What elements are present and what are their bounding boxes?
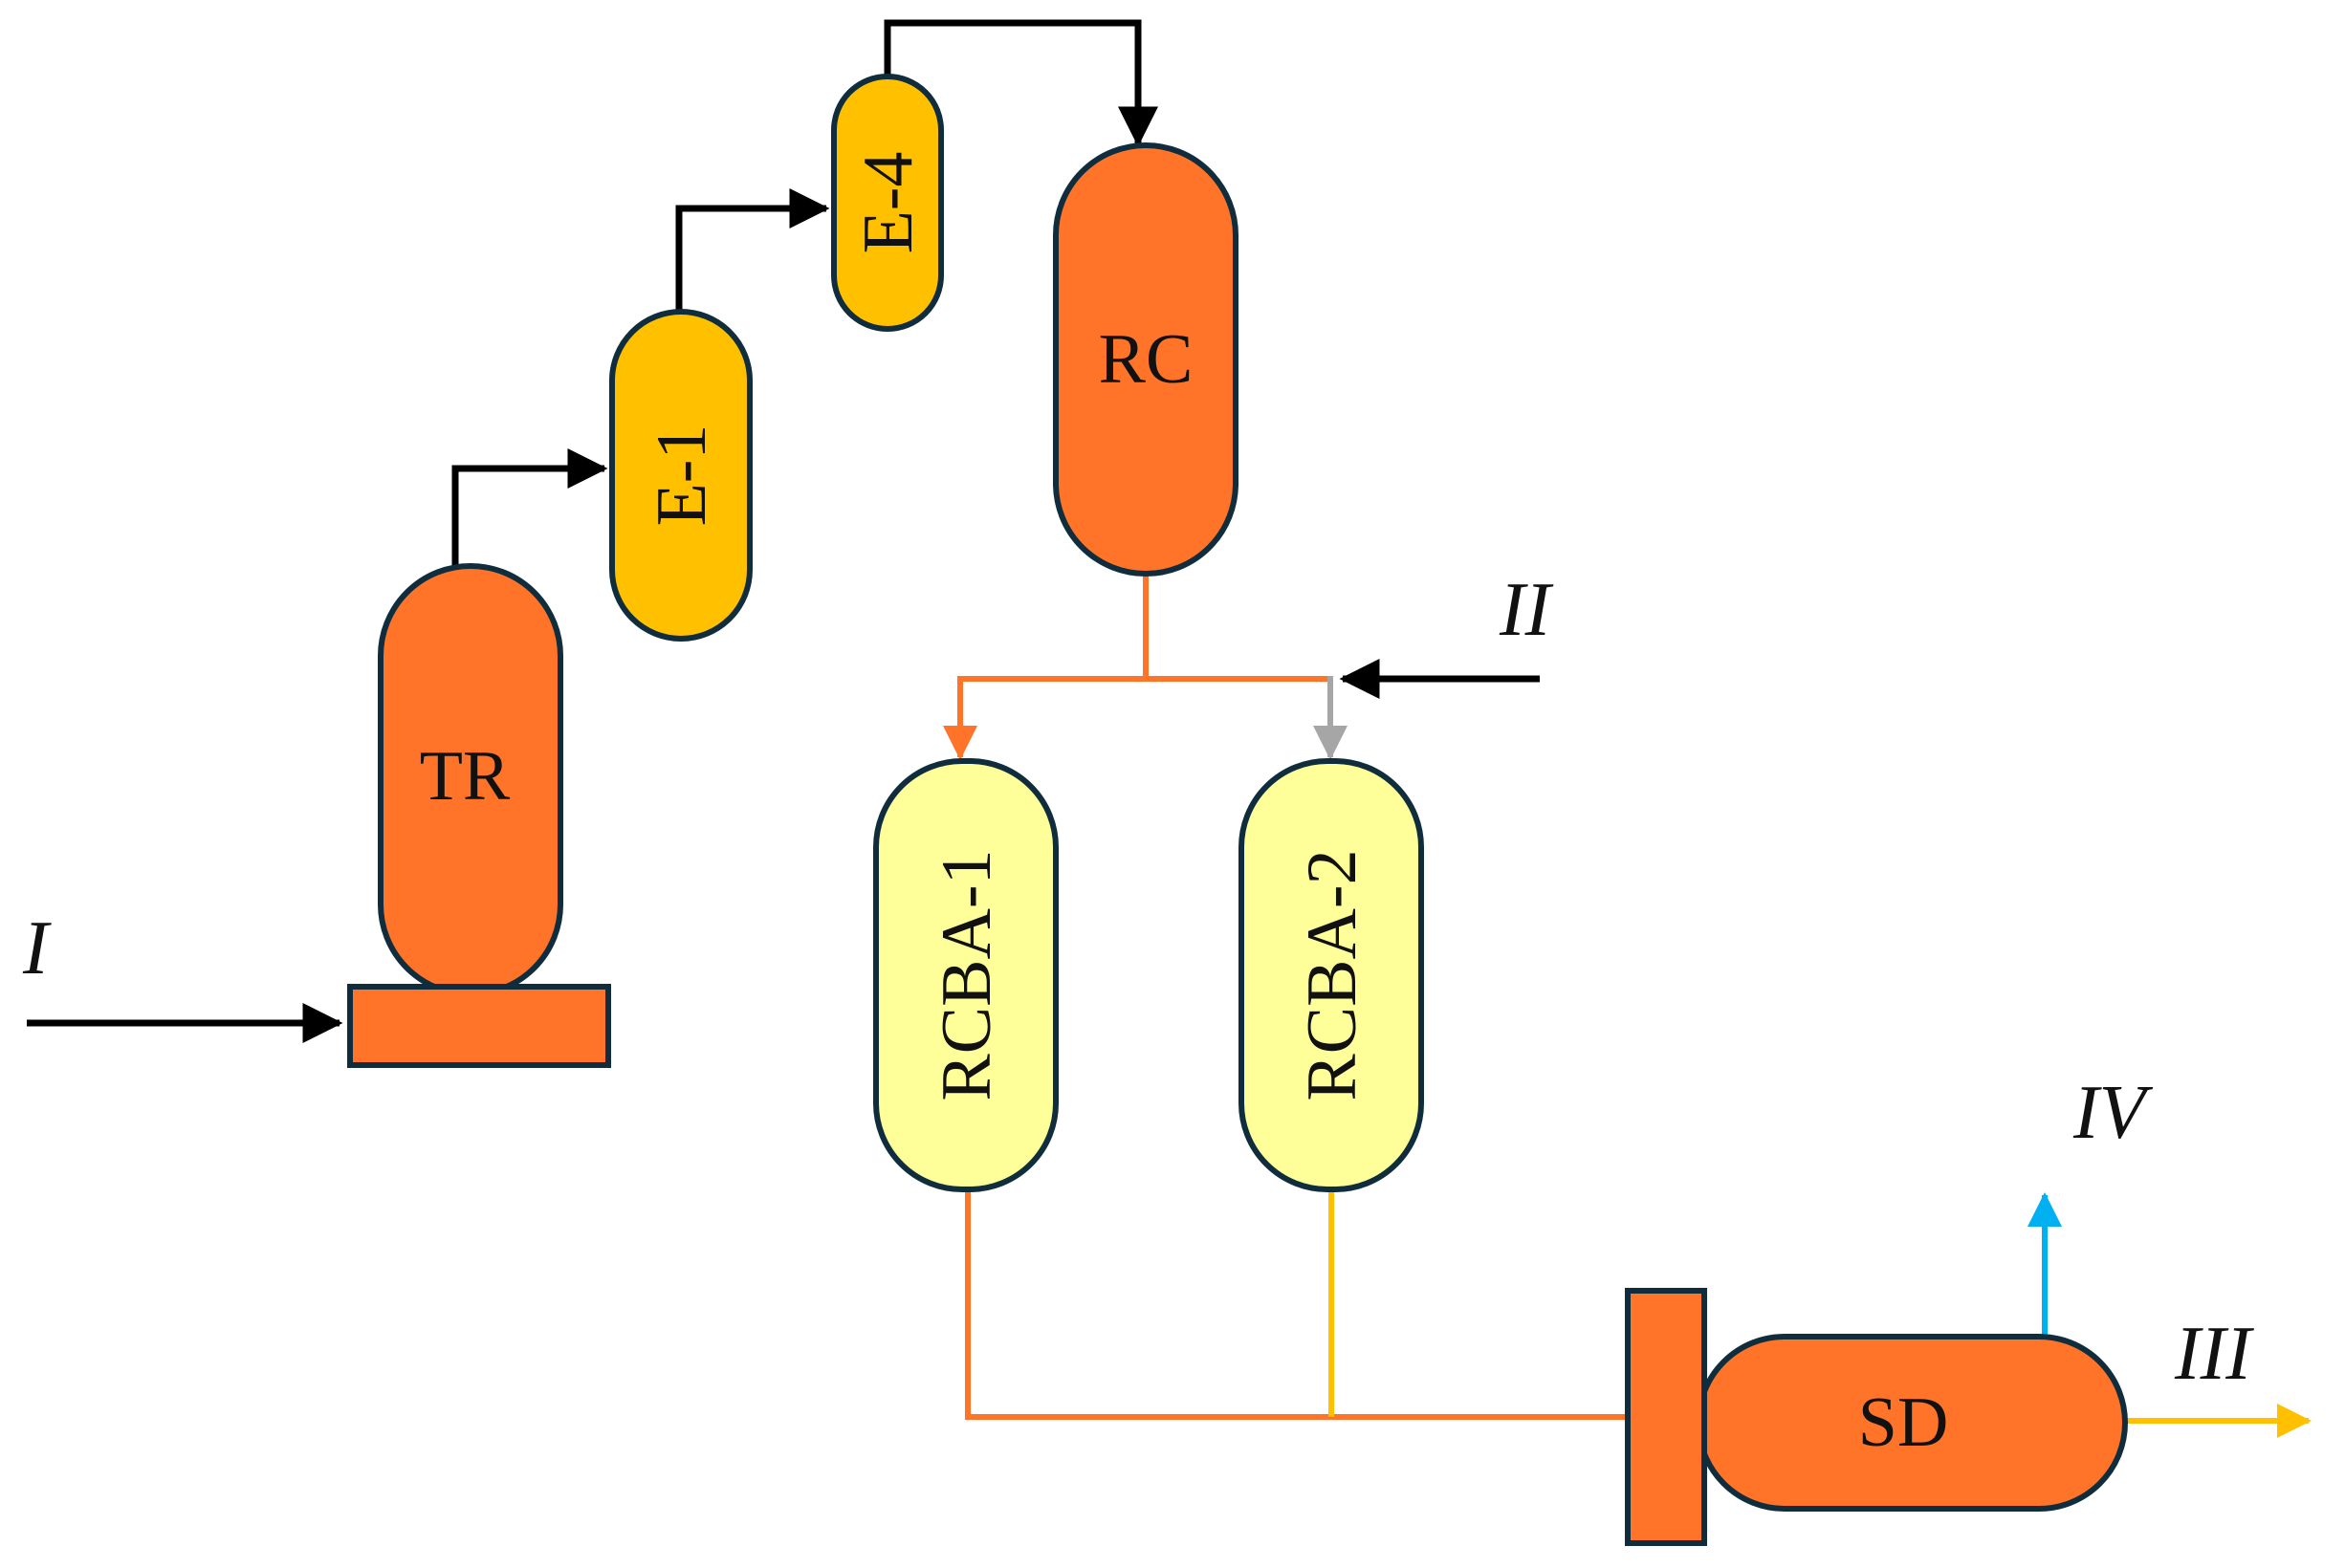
e1-vessel — [609, 309, 753, 642]
e4-label: E-4 — [849, 152, 928, 254]
e4-vessel — [831, 74, 944, 332]
e1-to-e4-line — [675, 188, 830, 312]
stream-ii-label: II — [1499, 568, 1554, 652]
e1-unit: E-1 — [609, 309, 753, 642]
rcba2-vessel — [1238, 758, 1424, 1192]
stream-iii-label: III — [2174, 1312, 2254, 1396]
tr-label: TR — [420, 737, 511, 816]
sd-label: SD — [1858, 1383, 1949, 1462]
stream-iv-label: IV — [2072, 1071, 2154, 1155]
tr-unit: TR — [347, 563, 611, 1068]
sd-end-plate — [1625, 1288, 1707, 1546]
tr-base — [347, 984, 611, 1068]
e4-unit: E-4 — [831, 74, 944, 332]
sd-unit: SD — [1625, 1288, 2128, 1546]
tr-to-e1-line — [451, 448, 608, 566]
e4-to-rc-line — [884, 19, 1158, 147]
rcba1-unit: RCBA-1 — [873, 758, 1059, 1192]
rcba2-unit: RCBA-2 — [1238, 758, 1424, 1192]
e1-label: E-1 — [643, 425, 721, 527]
rcba1-vessel — [873, 758, 1059, 1192]
rc-vessel — [1053, 142, 1238, 577]
rcba1-label: RCBA-1 — [928, 849, 1006, 1100]
stream-i-label: I — [22, 906, 52, 991]
rc-unit: RC — [1053, 142, 1238, 577]
rc-label: RC — [1099, 320, 1194, 399]
rcba1-to-sd-line — [965, 1189, 1628, 1420]
rcba2-label: RCBA-2 — [1293, 849, 1371, 1100]
